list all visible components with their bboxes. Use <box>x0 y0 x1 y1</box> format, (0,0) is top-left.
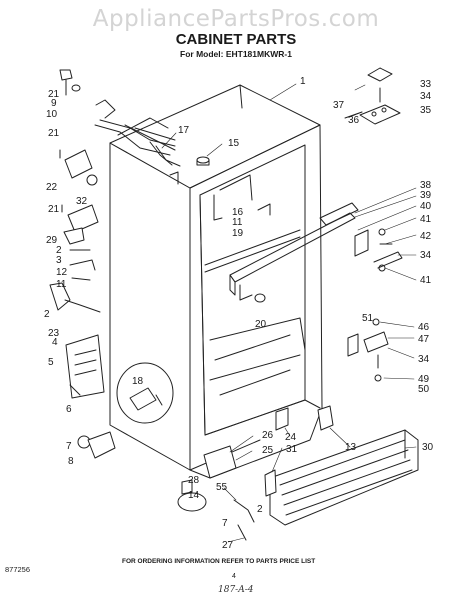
callout-14: 14 <box>188 490 200 501</box>
callout-41: 41 <box>420 214 432 225</box>
toe-grille <box>269 429 419 526</box>
ordering-note: FOR ORDERING INFORMATION REFER TO PARTS … <box>122 558 316 565</box>
callout-6: 6 <box>66 404 72 415</box>
callout-1: 1 <box>300 76 306 87</box>
callout-21: 21 <box>48 204 60 215</box>
callout-5: 5 <box>48 357 54 368</box>
callout-47: 47 <box>418 334 430 345</box>
callout-33: 33 <box>420 79 432 90</box>
callout-20: 20 <box>255 319 267 330</box>
callout-labels: 1151721910212221322923121122345678183334… <box>44 76 434 551</box>
handwritten-note: 187-A-4 <box>218 585 254 595</box>
lower-hinge <box>347 318 389 382</box>
callout-50: 50 <box>418 384 430 395</box>
callout-30: 30 <box>422 442 434 453</box>
bottom-parts <box>177 293 334 541</box>
middle-hinge <box>354 228 403 272</box>
callout-26: 26 <box>262 430 274 441</box>
cabinet-top-details <box>117 117 210 166</box>
callout-32: 32 <box>76 196 88 207</box>
callout-34: 34 <box>418 354 430 365</box>
callout-37: 37 <box>333 100 345 111</box>
callout-35: 35 <box>420 105 432 116</box>
wire-bundle <box>94 119 181 167</box>
callout-3: 3 <box>56 255 62 266</box>
callout-40: 40 <box>420 201 432 212</box>
callout-17: 17 <box>178 125 190 136</box>
callout-41: 41 <box>420 275 432 286</box>
callout-22: 22 <box>46 182 58 193</box>
callout-51: 51 <box>362 313 374 324</box>
callout-18: 18 <box>132 376 144 387</box>
callout-39: 39 <box>420 190 432 201</box>
callout-31: 31 <box>286 444 298 455</box>
callout-2: 2 <box>257 504 263 515</box>
callout-15: 15 <box>228 138 240 149</box>
callout-23: 23 <box>48 328 60 339</box>
callout-8: 8 <box>68 456 74 467</box>
inset-detail-18 <box>116 362 174 424</box>
callout-28: 28 <box>188 475 200 486</box>
callout-9: 9 <box>51 98 57 109</box>
page-number: 4 <box>232 573 236 580</box>
callout-25: 25 <box>262 445 274 456</box>
crossbar <box>229 202 359 301</box>
callout-27: 27 <box>222 540 234 551</box>
callout-55: 55 <box>216 482 228 493</box>
callout-21: 21 <box>48 128 60 139</box>
watermark: AppliancePartsPros.com <box>92 6 380 32</box>
callout-34: 34 <box>420 250 432 261</box>
callout-21: 21 <box>48 89 60 100</box>
callout-16: 16 <box>232 207 244 218</box>
callout-7: 7 <box>66 441 72 452</box>
leader-lines <box>161 83 417 543</box>
diagram-id: 877256 <box>5 565 31 574</box>
callout-12: 12 <box>56 267 68 278</box>
callout-46: 46 <box>418 322 430 333</box>
callout-34: 34 <box>420 91 432 102</box>
callout-2: 2 <box>56 245 62 256</box>
callout-2: 2 <box>44 309 50 320</box>
callout-19: 19 <box>232 228 244 239</box>
callout-13: 13 <box>345 442 357 453</box>
bracket-16 <box>213 174 271 221</box>
left-parts <box>49 69 116 459</box>
callout-49: 49 <box>418 374 430 385</box>
model-subtitle: For Model: EHT181MKWR-1 <box>180 49 292 59</box>
callout-10: 10 <box>46 109 58 120</box>
callout-4: 4 <box>52 337 58 348</box>
callout-38: 38 <box>420 180 432 191</box>
callout-11: 11 <box>232 217 243 228</box>
callout-11: 11 <box>56 279 67 290</box>
page-title: CABINET PARTS <box>175 31 297 48</box>
callout-42: 42 <box>420 231 432 242</box>
callout-36: 36 <box>348 115 360 126</box>
callout-7: 7 <box>222 518 228 529</box>
callout-24: 24 <box>285 432 297 443</box>
callout-29: 29 <box>46 235 58 246</box>
